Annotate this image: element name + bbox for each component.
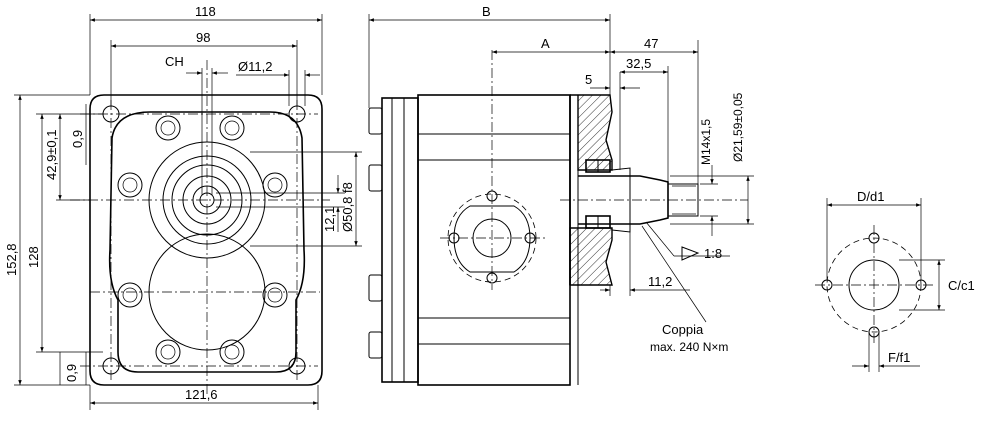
body-outline (108, 111, 306, 373)
dim-47: 47 (644, 36, 658, 51)
pump-body (417, 94, 571, 386)
port-detail: D/d1 C/c1 F/f1 (815, 189, 975, 372)
dim-b: B (482, 4, 491, 19)
dim-m14: M14x1,5 (699, 119, 713, 165)
dim-a: A (541, 36, 550, 51)
dim-dia-50-8: Ø50,8 f8 (340, 182, 355, 232)
torque-label: Coppia (662, 322, 704, 337)
dim-128: 128 (26, 246, 41, 268)
bolts (117, 115, 288, 365)
front-cover-lower (569, 227, 613, 286)
flange-outline (89, 94, 323, 386)
dim-98: 98 (196, 30, 210, 45)
front-cover-upper (570, 94, 613, 171)
dim-11-2: 11,2 (648, 274, 672, 289)
dim-118: 118 (195, 4, 216, 19)
port-c-label: C/c1 (948, 278, 975, 293)
dim-0-9-bottom: 0,9 (64, 364, 79, 382)
port-d-label: D/d1 (857, 189, 884, 204)
side-view: B A 47 32,5 5 M14x1,5 Ø21,59±0,05 1:8 (368, 4, 754, 386)
dim-0-9-top: 0,9 (70, 130, 85, 148)
dim-ratio-1-8: 1:8 (704, 246, 722, 261)
dim-dia-11-2: Ø11,2 (238, 59, 272, 74)
dim-5: 5 (585, 72, 592, 87)
port-f-label: F/f1 (888, 350, 910, 365)
front-view: 118 98 CH Ø11,2 152,8 128 42,9±0,1 0 (4, 4, 362, 410)
dim-ch: CH (165, 54, 184, 69)
dim-152-8: 152,8 (4, 243, 19, 276)
rear-cover (381, 97, 419, 383)
dim-32-5: 32,5 (626, 56, 651, 71)
dim-121-6: 121,6 (185, 387, 218, 402)
bearings (585, 159, 611, 229)
dim-42-9: 42,9±0,1 (44, 129, 59, 180)
torque-value: max. 240 N×m (650, 340, 728, 354)
rear-bolt-heads (368, 107, 383, 359)
dim-12-1: 12,1 (322, 207, 337, 232)
dim-dia-21-59: Ø21,59±0,05 (731, 92, 745, 162)
